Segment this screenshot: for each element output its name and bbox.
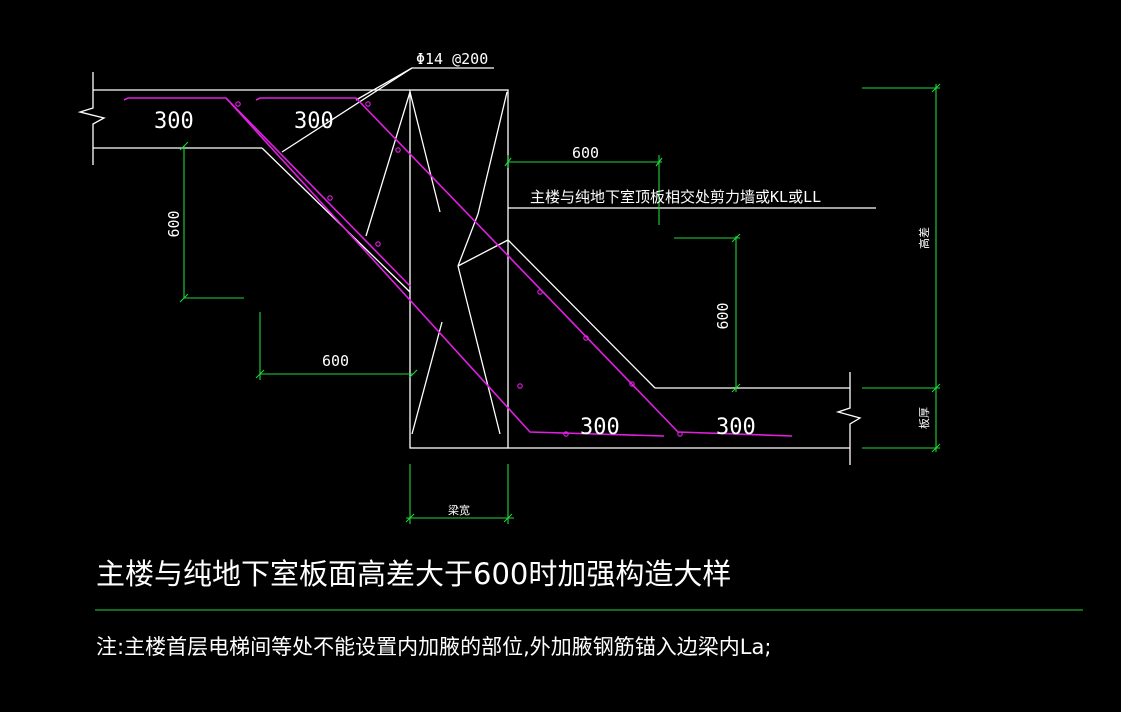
left-haunch-rebar bbox=[225, 97, 411, 287]
beam-inner-line-7 bbox=[411, 321, 443, 435]
wall-note-label: 主楼与纯地下室顶板相交处剪力墙或KL或LL bbox=[530, 188, 821, 206]
beam-width-label: 梁宽 bbox=[448, 503, 470, 517]
dimension-lines bbox=[95, 83, 1083, 611]
height-diff-label: 高差 bbox=[917, 227, 931, 249]
dim-600-bottom-label: 600 bbox=[322, 352, 349, 370]
rebar-dot bbox=[677, 431, 683, 437]
beam-inner-line-5 bbox=[457, 213, 479, 267]
dim-600-left-vertical-label: 600 bbox=[165, 210, 183, 237]
text-labels: Φ14 @200 300 300 600 主楼与纯地下室顶板相交处剪力墙或KL或… bbox=[96, 50, 931, 659]
rebar-spec-label: Φ14 @200 bbox=[416, 50, 488, 68]
structure-outline bbox=[77, 67, 876, 465]
rebar-dot bbox=[629, 381, 635, 387]
right-break-line bbox=[835, 372, 862, 465]
rebar-dot bbox=[563, 431, 569, 437]
beam-section bbox=[409, 89, 509, 449]
rebar-dot bbox=[327, 195, 333, 201]
bottom-dim-1: 300 bbox=[580, 415, 620, 440]
rebar-dot bbox=[517, 383, 523, 389]
rebar-dot bbox=[537, 289, 543, 295]
rebar-dot bbox=[375, 241, 381, 247]
bottom-dim-2: 300 bbox=[716, 415, 756, 440]
top-left-dim-2: 300 bbox=[294, 109, 334, 134]
beam-inner-line-3 bbox=[477, 91, 508, 215]
right-haunch-line bbox=[507, 239, 656, 389]
beam-inner-line-2 bbox=[409, 91, 441, 213]
dim-600-top-label: 600 bbox=[572, 144, 599, 162]
rebar-dot bbox=[365, 101, 371, 107]
left-break-line bbox=[77, 72, 106, 165]
beam-inner-line-1 bbox=[365, 91, 411, 237]
beam-inner-line-6 bbox=[457, 265, 501, 435]
drawing-note: 注:主楼首层电梯间等处不能设置内加腋的部位,外加腋钢筋锚入边梁内La; bbox=[96, 635, 771, 659]
rebar-leader-2 bbox=[355, 67, 413, 101]
rebar-dot bbox=[395, 147, 401, 153]
rebar-lines bbox=[123, 97, 793, 437]
drawing-title: 主楼与纯地下室板面高差大于600时加强构造大样 bbox=[96, 557, 731, 591]
top-left-dim-1: 300 bbox=[154, 109, 194, 134]
rebar-dot bbox=[235, 101, 241, 107]
beam-inner-line-4 bbox=[457, 239, 509, 267]
inner-haunch-rebar bbox=[255, 97, 793, 437]
dim-600-right-vertical-label: 600 bbox=[714, 302, 732, 329]
slab-thickness-label: 板厚 bbox=[917, 407, 931, 429]
rebar-dot bbox=[583, 335, 589, 341]
